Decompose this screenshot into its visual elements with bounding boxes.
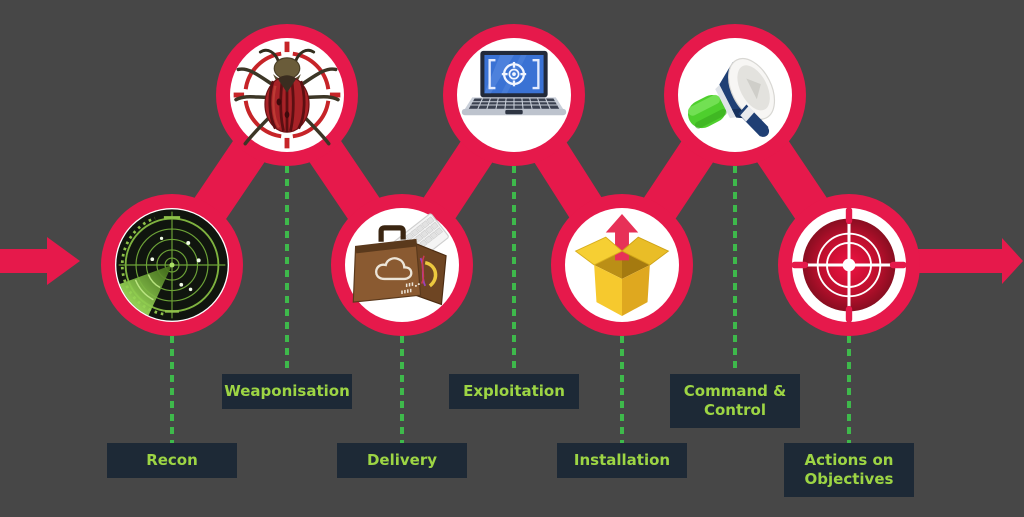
stage-label-text: Installation [573, 451, 671, 469]
bug-icon [233, 41, 341, 149]
stage-label-command-control: Command & Control [670, 374, 800, 428]
radar-icon [116, 209, 228, 321]
stage-label-delivery: Delivery [337, 443, 467, 478]
stage-label-weaponisation: Weaponisation [222, 374, 352, 409]
laptop-icon [461, 50, 567, 116]
stage-label-text: Exploitation [463, 382, 565, 400]
stage-label-recon: Recon [107, 443, 237, 478]
stage-icon-installation [564, 207, 680, 323]
stage-icon-weaponisation [229, 37, 345, 153]
entry-arrow-icon [0, 237, 80, 285]
stage-icon-recon [114, 207, 230, 323]
stage-label-installation: Installation [557, 443, 687, 478]
box-icon [574, 213, 670, 317]
stage-label-actions: Actions on Objectives [784, 443, 914, 497]
megaphone-icon [687, 58, 776, 137]
stage-icon-delivery [344, 207, 460, 323]
stage-label-exploitation: Exploitation [449, 374, 579, 409]
briefcase-icon [352, 213, 449, 306]
stage-label-text: Actions on Objectives [804, 451, 894, 488]
stage-icon-actions [791, 207, 907, 323]
stage-label-text: Weaponisation [224, 382, 350, 400]
target-icon [791, 207, 907, 323]
stage-icon-exploitation [456, 37, 572, 153]
stage-icon-command-control [677, 37, 793, 153]
stage-label-text: Delivery [366, 451, 438, 469]
stage-connectors [170, 166, 851, 443]
stage-label-text: Command & Control [683, 382, 787, 419]
stage-label-text: Recon [146, 451, 198, 469]
